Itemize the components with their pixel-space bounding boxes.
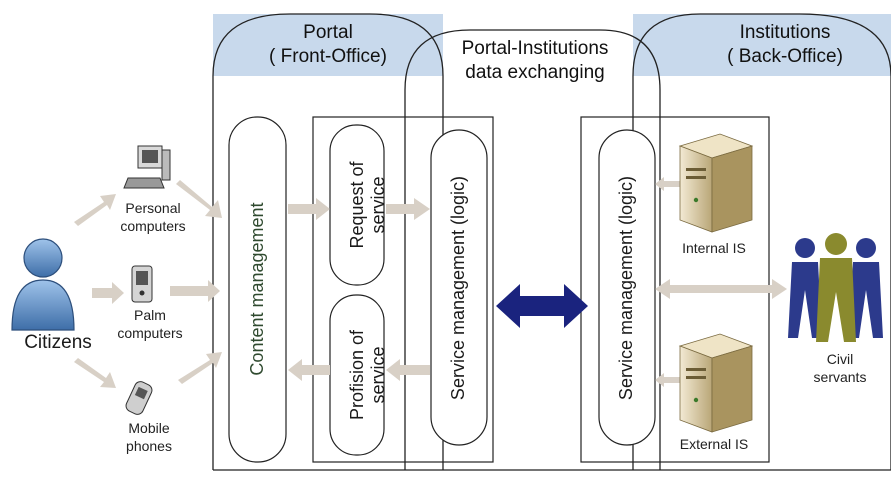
palm-computer-icon	[131, 265, 153, 303]
personal-computers-label-line1: Personal	[125, 200, 181, 216]
arrow-personal-to-content	[176, 180, 222, 218]
arrow-external-is	[655, 373, 680, 387]
citizen-icon	[11, 238, 75, 331]
personal-computer-icon	[123, 145, 171, 189]
exchange-title-line1: Portal-Institutions	[461, 38, 609, 59]
portal-container	[212, 13, 444, 470]
service-management-institutions-pill	[598, 129, 656, 446]
palm-computers-label-line2: computers	[117, 325, 183, 341]
institutions-container	[632, 13, 891, 470]
arrow-service-to-profision	[386, 359, 430, 381]
arrow-palm-to-content	[170, 280, 220, 302]
portal-header-band	[213, 14, 443, 76]
arrow-citizen-to-palm	[92, 282, 124, 304]
request-of-service-label-line2: service	[368, 176, 388, 234]
external-is-label: External IS	[679, 436, 749, 452]
internal-is-label: Internal IS	[682, 240, 746, 256]
institutions-header-band	[633, 14, 891, 76]
internal-server-icon	[678, 133, 754, 233]
exchange-title-line2: data exchanging	[465, 62, 605, 83]
profision-of-service-label-line2: service	[368, 346, 388, 404]
service-management-institutions-label: Service management (logic)	[616, 175, 636, 401]
portal-title: Portal	[303, 22, 353, 43]
exchange-double-arrow	[496, 284, 588, 328]
personal-computers-label-line2: computers	[120, 218, 186, 234]
request-of-service-pill	[329, 124, 385, 286]
civil-servants-label-line1: Civil	[826, 351, 854, 367]
service-management-portal-pill	[430, 129, 488, 446]
portal-service-box	[312, 116, 494, 463]
arrow-content-to-request	[288, 198, 330, 220]
mobile-phones-label-line1: Mobile	[128, 420, 170, 436]
exchange-container	[404, 29, 661, 470]
content-management-label: Content management	[247, 202, 267, 376]
content-management-pill	[228, 116, 287, 463]
arrow-mobile-to-content	[178, 352, 222, 384]
institutions-title: Institutions	[739, 22, 831, 43]
civil-servants-label-line2: servants	[813, 369, 867, 385]
arrow-servants	[655, 279, 787, 299]
profision-of-service-label-line1: Profision of	[347, 329, 367, 421]
mobile-phone-icon	[125, 381, 153, 415]
mobile-phones-label-line2: phones	[126, 438, 172, 454]
arrow-profision-to-content	[288, 359, 330, 381]
arrow-citizen-to-mobile	[74, 358, 116, 388]
arrow-request-to-service	[386, 198, 430, 220]
civil-servants-icon	[788, 233, 883, 342]
institutions-subtitle: ( Back-Office)	[727, 46, 843, 67]
arrow-citizen-to-personal	[74, 194, 116, 226]
palm-computers-label-line1: Palm	[134, 307, 166, 323]
citizens-label: Citizens	[24, 332, 92, 353]
external-server-icon	[678, 333, 754, 433]
request-of-service-label-line1: Request of	[347, 161, 367, 249]
service-management-portal-label: Service management (logic)	[448, 175, 468, 401]
arrow-internal-is	[655, 177, 680, 191]
portal-subtitle: ( Front-Office)	[269, 46, 387, 67]
